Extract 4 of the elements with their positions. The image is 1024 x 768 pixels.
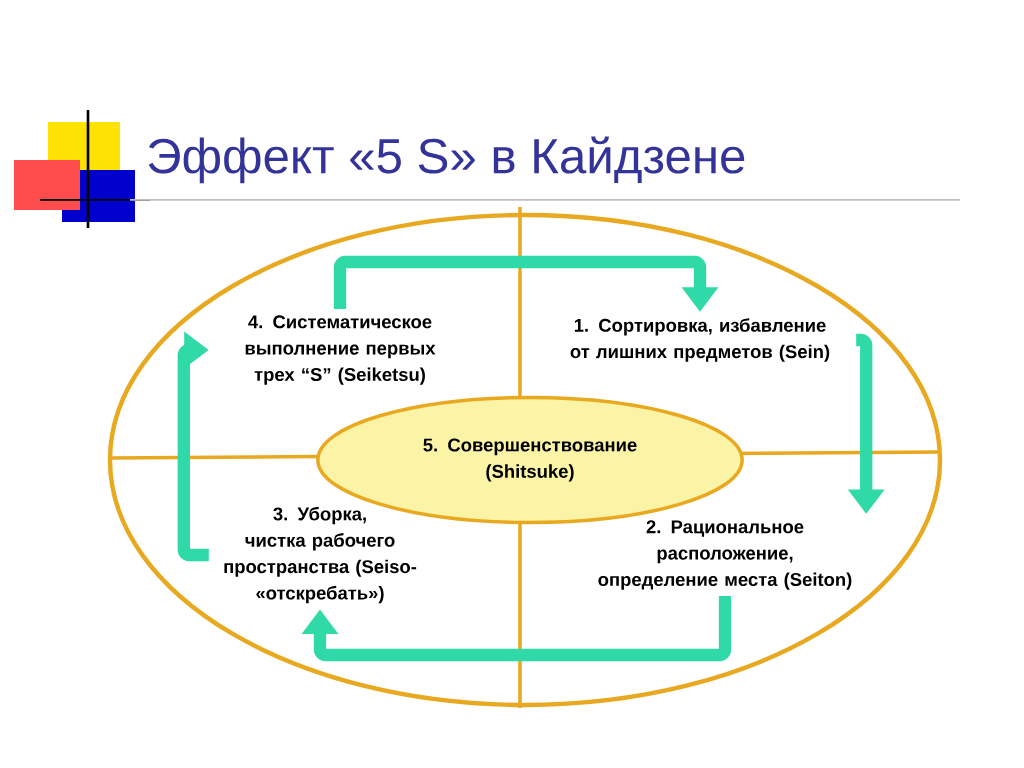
- text-label: 1. Сортировка, избавление от лишних предметов (Sein): [570, 318, 830, 362]
- title: Эффект «5 S» в Кайдзене: [148, 136, 745, 184]
- text-label: 4. Систематическое выполнение первых трех “S” (Seiketsu): [245, 315, 436, 385]
- block-arrow: [301, 595, 732, 662]
